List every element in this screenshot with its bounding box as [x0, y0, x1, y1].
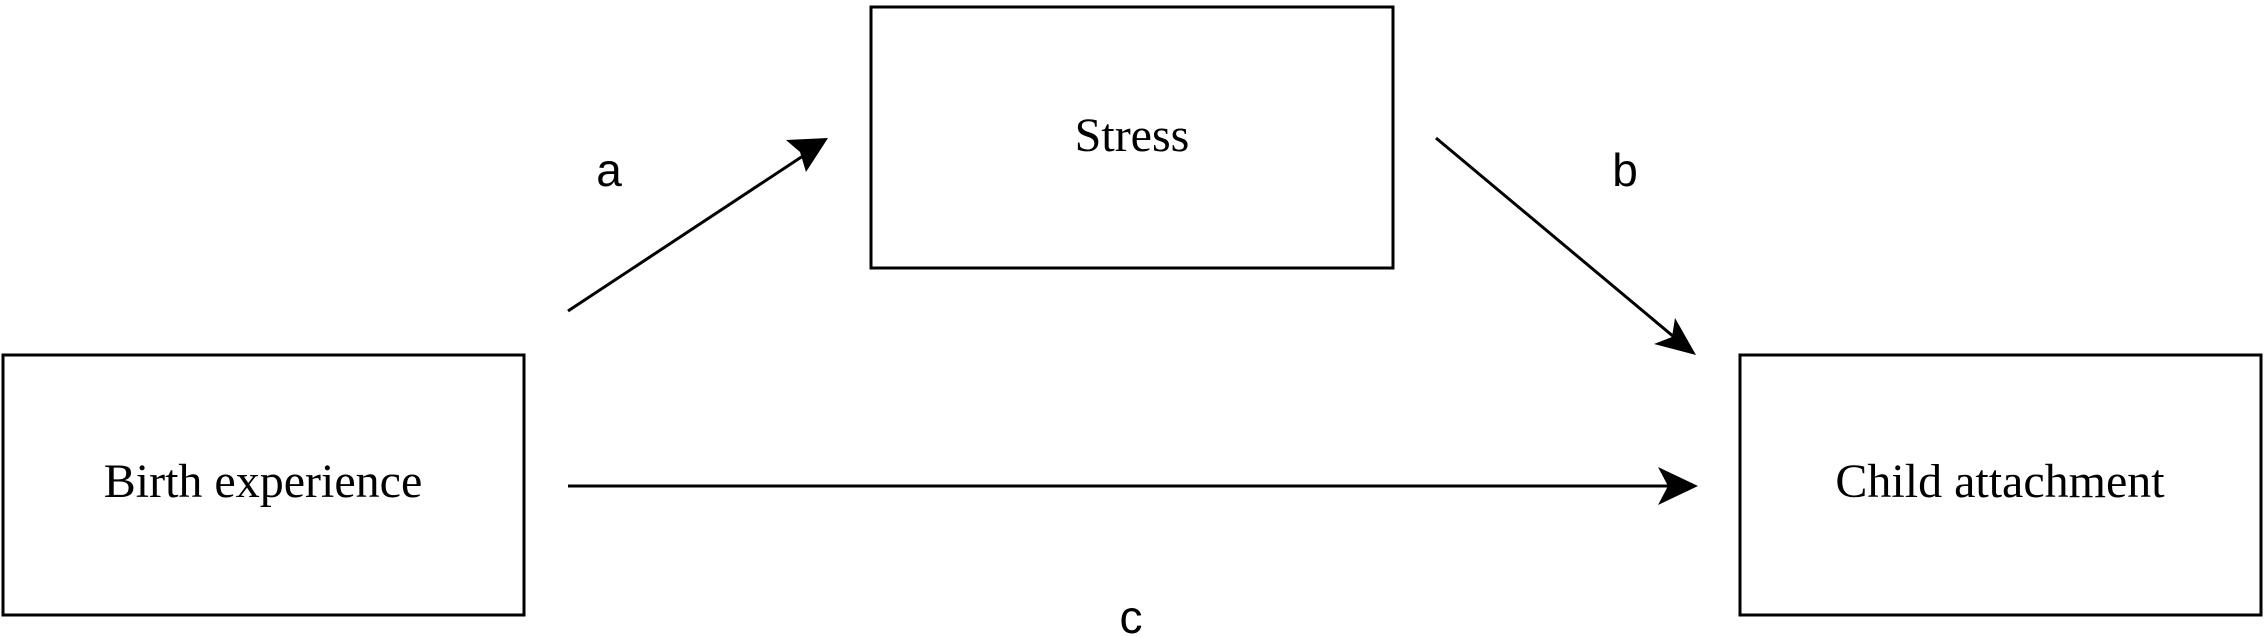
node-child-attachment: Child attachment: [1738, 353, 2263, 617]
node-birth-experience: Birth experience: [1, 353, 526, 617]
node-stress-label: Stress: [1075, 109, 1190, 162]
edge-a-label: a: [596, 144, 622, 196]
edge-c-label: c: [1120, 591, 1143, 637]
edge-b-line: [1435, 136, 1681, 344]
node-stress: Stress: [869, 5, 1395, 270]
edge-a-line: [567, 148, 813, 313]
node-child-attachment-box: [1738, 353, 2263, 617]
node-birth-experience-label: Birth experience: [104, 455, 423, 508]
edge-c-arrowhead: [1658, 467, 1698, 505]
edge-b: b: [1435, 136, 1696, 355]
edge-a-arrowhead: [786, 138, 828, 172]
edge-b-arrowhead: [1654, 318, 1696, 355]
edge-a: a: [567, 138, 828, 313]
node-stress-box: [869, 5, 1395, 270]
node-birth-experience-box: [1, 353, 526, 617]
edge-b-label: b: [1612, 144, 1638, 196]
edge-c: c: [568, 467, 1698, 637]
node-child-attachment-label: Child attachment: [1835, 455, 2165, 508]
